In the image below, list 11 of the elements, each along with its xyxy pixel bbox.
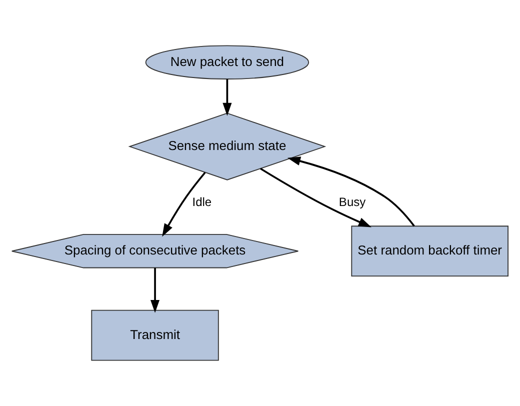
node-box: Transmit (91, 310, 219, 361)
edge-label: Busy (338, 195, 366, 210)
node-diamond: Sense medium state (128, 112, 326, 180)
node-box: Set random backoff timer (351, 226, 508, 277)
edge-label: Idle (192, 195, 212, 210)
arrow (260, 168, 372, 228)
node-ellipse: New packet to send (145, 45, 310, 80)
arrow (150, 268, 160, 313)
arrow (222, 79, 232, 116)
arrow (287, 156, 415, 227)
arrow (162, 172, 206, 237)
